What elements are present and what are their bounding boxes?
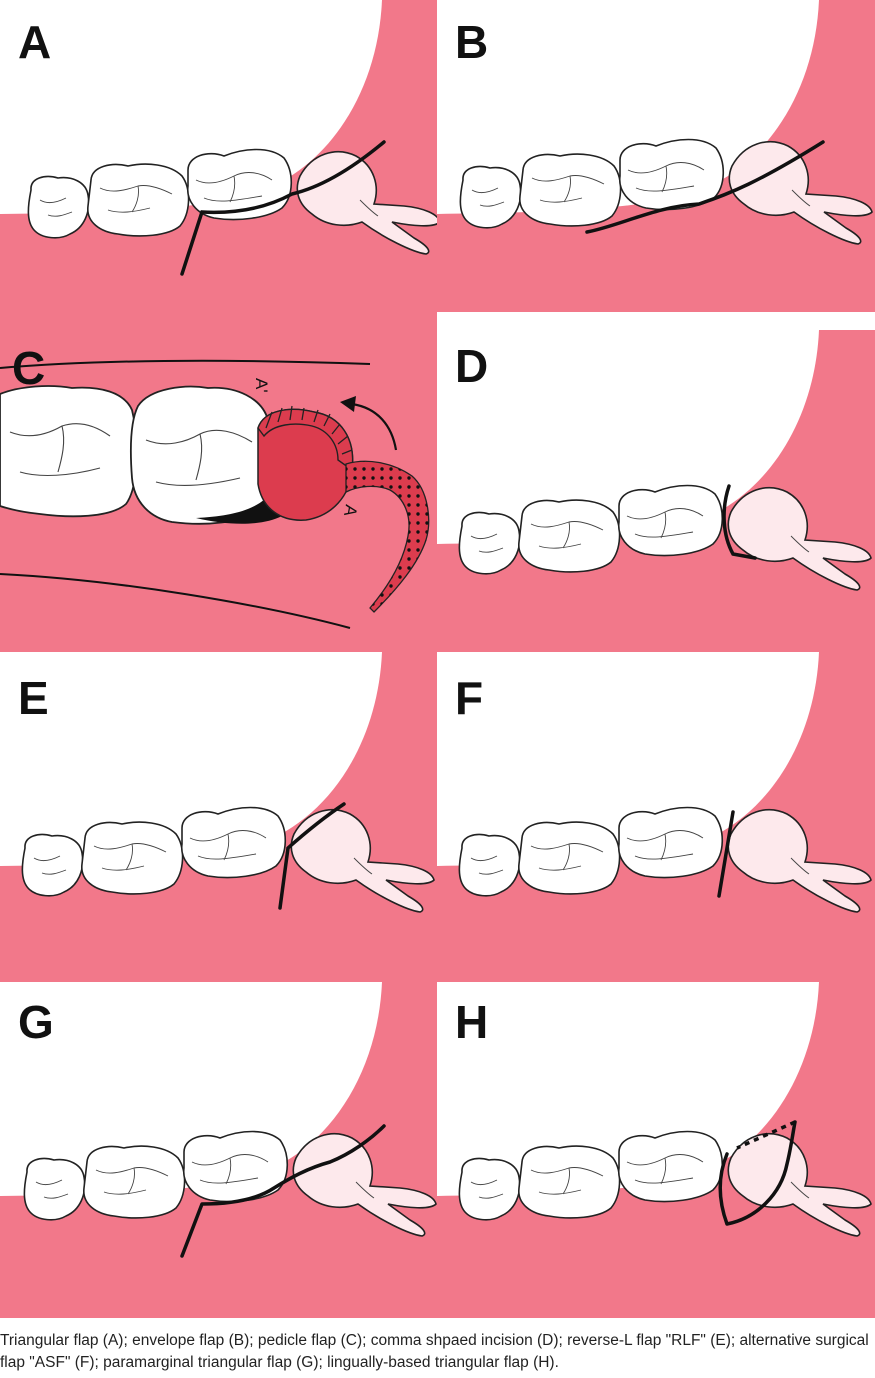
panel-a: A	[0, 0, 441, 312]
panel-h: H	[437, 982, 875, 1318]
panel-h-label: H	[455, 996, 488, 1048]
panel-g: G	[0, 982, 437, 1318]
panel-c-mark-top: A'	[252, 378, 271, 393]
panel-d: D	[437, 330, 875, 652]
panel-c: A' A C	[0, 312, 437, 652]
panel-d-label: D	[455, 340, 488, 392]
panel-e: E	[0, 652, 437, 982]
panel-a-label: A	[18, 16, 51, 68]
panel-f: F	[437, 652, 875, 982]
surgical-flap-figure: A B A' A C	[0, 0, 875, 1318]
panel-b-label: B	[455, 16, 488, 68]
figure-caption: Triangular flap (A); envelope flap (B); …	[0, 1332, 869, 1371]
panel-c-label: C	[12, 342, 45, 394]
panel-c-mark-side: A	[340, 503, 361, 518]
panel-f-label: F	[455, 672, 483, 724]
panel-g-label: G	[18, 996, 54, 1048]
panel-b: B	[437, 0, 875, 312]
panel-e-label: E	[18, 672, 49, 724]
